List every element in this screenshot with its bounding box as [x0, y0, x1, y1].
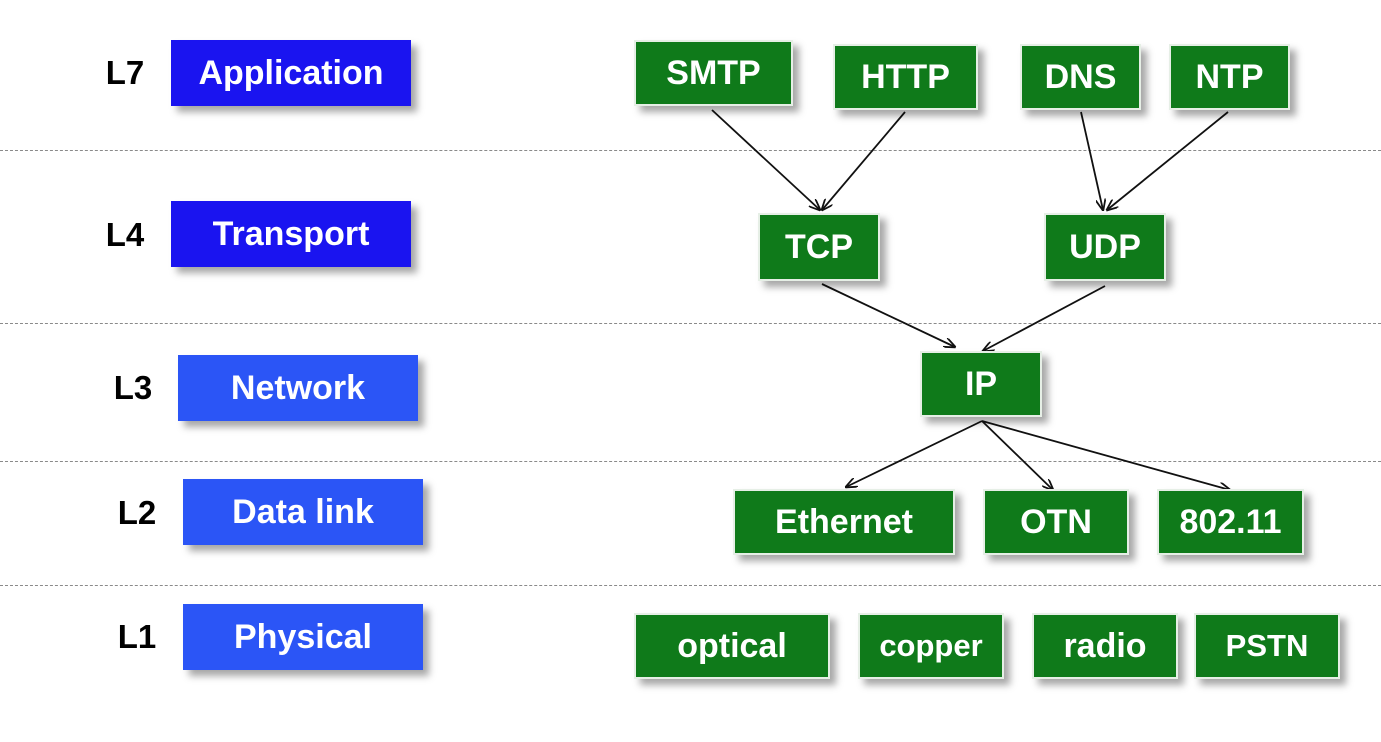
- layer-divider-3: [0, 461, 1381, 462]
- layer-id-l2: L2: [117, 494, 157, 531]
- layer-divider-2: [0, 323, 1381, 324]
- protocol-otn: OTN: [983, 489, 1129, 555]
- medium-radio: radio: [1032, 613, 1178, 679]
- layer-box-physical: Physical: [183, 604, 423, 670]
- protocol-802-11: 802.11: [1157, 489, 1304, 555]
- protocol-tcp: TCP: [758, 213, 880, 281]
- layer-divider-1: [0, 150, 1381, 151]
- arrow-http-tcp: [822, 111, 906, 210]
- layer-id-l1: L1: [117, 618, 157, 655]
- layer-box-transport: Transport: [171, 201, 411, 267]
- layer-box-data-link: Data link: [183, 479, 423, 545]
- layer-box-application: Application: [171, 40, 411, 106]
- protocol-ethernet: Ethernet: [733, 489, 955, 555]
- arrow-tcp-ip: [821, 283, 955, 347]
- protocol-http: HTTP: [833, 44, 978, 110]
- protocol-smtp: SMTP: [634, 40, 793, 106]
- medium-pstn: PSTN: [1194, 613, 1340, 679]
- protocol-dns: DNS: [1020, 44, 1141, 110]
- layer-id-l7: L7: [105, 54, 145, 91]
- medium-copper: copper: [858, 613, 1004, 679]
- medium-optical: optical: [634, 613, 830, 679]
- protocol-ip: IP: [920, 351, 1042, 417]
- layer-box-network: Network: [178, 355, 418, 421]
- layer-id-l3: L3: [113, 369, 153, 406]
- arrow-ip-otn: [981, 420, 1053, 490]
- arrow-ip-802-11: [981, 420, 1230, 490]
- arrow-smtp-tcp: [711, 109, 820, 210]
- protocol-udp: UDP: [1044, 213, 1166, 281]
- layer-divider-4: [0, 585, 1381, 586]
- arrow-ntp-udp: [1107, 111, 1229, 210]
- arrow-udp-ip: [983, 285, 1106, 351]
- arrow-dns-udp: [1080, 111, 1103, 210]
- layer-id-l4: L4: [105, 216, 145, 253]
- arrow-ip-ethernet: [846, 420, 983, 487]
- protocol-ntp: NTP: [1169, 44, 1290, 110]
